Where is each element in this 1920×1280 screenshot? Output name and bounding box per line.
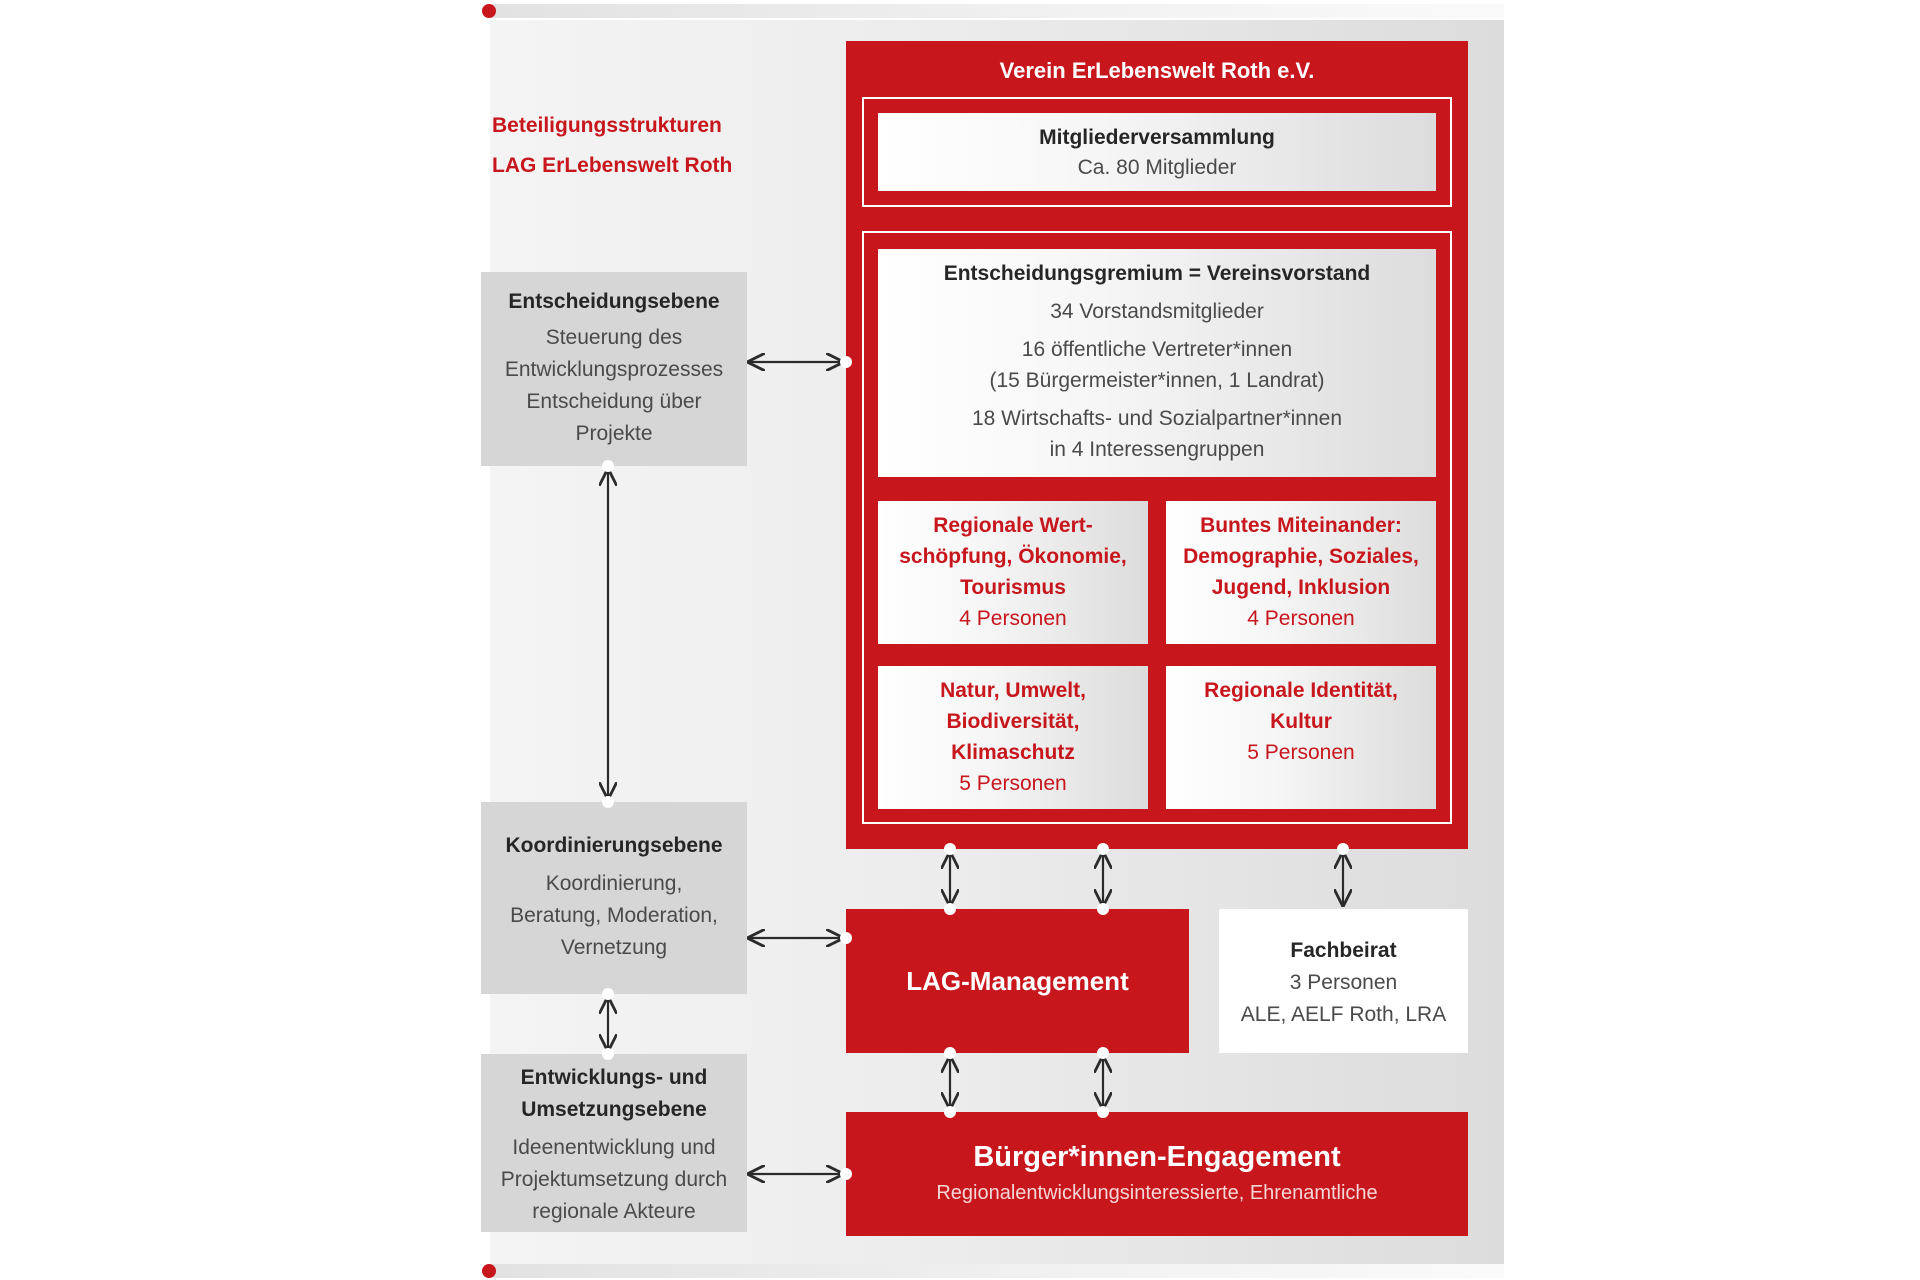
- connector-node: [1097, 843, 1109, 855]
- connector-node: [602, 796, 614, 808]
- heading-line-2: LAG ErLebenswelt Roth: [492, 154, 733, 177]
- connector-node: [944, 903, 956, 915]
- arrow-verein-to-advisory: [1337, 843, 1349, 905]
- development-level-line: Projektumsetzung durch: [500, 1168, 728, 1191]
- arrow-coordination-to-development: [602, 988, 614, 1060]
- coordination-level-line: Beratung, Moderation,: [510, 904, 718, 927]
- advisory-line: 3 Personen: [1289, 971, 1398, 994]
- decision-level-line: Entwicklungsprozesses: [504, 358, 724, 381]
- diagram-heading: Beteiligungsstrukturen LAG ErLebenswelt …: [492, 106, 792, 186]
- heading-line-1: Beteiligungsstrukturen: [492, 114, 722, 137]
- coordination-level-line: Koordinierung,: [545, 872, 683, 895]
- group-persons: 5 Personen: [959, 772, 1067, 795]
- connector-node: [602, 988, 614, 1000]
- group-card-identity: Regionale Identität, Kultur 5 Personen: [1166, 666, 1436, 809]
- bottom-rule: [490, 1264, 1504, 1278]
- group-title: Tourismus: [960, 576, 1066, 599]
- board-line: 34 Vorstandsmitglieder: [1050, 300, 1264, 323]
- development-level-box: Entwicklungs- und Umsetzungsebene Ideene…: [481, 1054, 747, 1232]
- lag-management-box: LAG-Management: [846, 909, 1189, 1053]
- verein-title: Verein ErLebenswelt Roth e.V.: [999, 58, 1315, 83]
- assembly-card: Mitgliederversammlung Ca. 80 Mitglieder: [878, 113, 1436, 191]
- connector-node: [1097, 1106, 1109, 1118]
- arrow-coordination-to-management: [749, 932, 852, 944]
- top-rule-dot: [482, 4, 496, 18]
- bottom-rule-dot: [482, 1264, 496, 1278]
- connector-node: [602, 460, 614, 472]
- board-line: in 4 Interessengruppen: [1049, 438, 1265, 461]
- connector-node: [1097, 903, 1109, 915]
- board-title: Entscheidungsgremium = Vereinsvorstand: [943, 262, 1371, 285]
- connector-node: [840, 356, 852, 368]
- coordination-level-line: Vernetzung: [560, 936, 668, 959]
- development-level-title: Entwicklungs- und: [520, 1066, 708, 1089]
- connector-node: [840, 1168, 852, 1180]
- coordination-level-title: Koordinierungsebene: [505, 834, 723, 857]
- arrow-management-to-engagement-right: [1097, 1047, 1109, 1118]
- group-title: schöpfung, Ökonomie,: [899, 545, 1127, 568]
- group-persons: 5 Personen: [1247, 741, 1355, 764]
- group-title: Jugend, Inklusion: [1211, 576, 1391, 599]
- group-title: Kultur: [1270, 710, 1332, 733]
- group-title: Regionale Identität,: [1204, 679, 1398, 702]
- development-level-title: Umsetzungsebene: [521, 1098, 707, 1121]
- connector-node: [944, 1047, 956, 1059]
- advisory-box: Fachbeirat 3 Personen ALE, AELF Roth, LR…: [1219, 909, 1468, 1053]
- development-level-line: regionale Akteure: [532, 1200, 696, 1223]
- coordination-level-box: Koordinierungsebene Koordinierung, Berat…: [481, 802, 747, 994]
- group-card-nature: Natur, Umwelt, Biodiversität, Klimaschut…: [878, 666, 1148, 809]
- top-rule: [490, 4, 1504, 18]
- arrow-verein-to-management-left: [944, 843, 956, 915]
- group-title: Natur, Umwelt,: [940, 679, 1086, 702]
- group-title: Biodiversität,: [946, 710, 1080, 733]
- engagement-title: Bürger*innen-Engagement: [973, 1141, 1341, 1173]
- arrow-decision-to-coordination: [602, 460, 614, 808]
- arrow-management-to-engagement-left: [944, 1047, 956, 1118]
- decision-level-box: Entscheidungsebene Steuerung des Entwick…: [481, 272, 747, 466]
- group-title: Klimaschutz: [951, 741, 1075, 764]
- connector-node: [840, 932, 852, 944]
- connector-node: [1337, 843, 1349, 855]
- board-line: 18 Wirtschafts- und Sozialpartner*innen: [971, 407, 1343, 430]
- engagement-subtitle: Regionalentwicklungsinteressierte, Ehren…: [936, 1182, 1378, 1204]
- board-frame: [862, 231, 1452, 824]
- group-title: Buntes Miteinander:: [1200, 514, 1402, 537]
- group-card-economy: Regionale Wert- schöpfung, Ökonomie, Tou…: [878, 501, 1148, 644]
- arrow-development-to-engagement: [749, 1168, 852, 1180]
- connector-node: [1097, 1047, 1109, 1059]
- board-card: Entscheidungsgremium = Vereinsvorstand 3…: [878, 249, 1436, 477]
- group-card-social: Buntes Miteinander: Demographie, Soziale…: [1166, 501, 1436, 644]
- board-line: 16 öffentliche Vertreter*innen: [1021, 338, 1293, 361]
- connector-node: [602, 1048, 614, 1060]
- decision-level-line: Projekte: [575, 422, 653, 445]
- group-persons: 4 Personen: [959, 607, 1067, 630]
- arrow-decision-to-verein: [749, 356, 852, 368]
- group-persons: 4 Personen: [1247, 607, 1355, 630]
- group-title: Demographie, Soziales,: [1183, 545, 1419, 568]
- group-title: Regionale Wert-: [933, 514, 1093, 537]
- development-level-line: Ideenentwicklung und: [512, 1136, 716, 1159]
- advisory-line: ALE, AELF Roth, LRA: [1240, 1003, 1447, 1026]
- decision-level-line: Entscheidung über: [526, 390, 702, 413]
- engagement-box: Bürger*innen-Engagement Regionalentwickl…: [846, 1112, 1468, 1236]
- board-line: (15 Bürgermeister*innen, 1 Landrat): [989, 369, 1325, 392]
- decision-level-title: Entscheidungsebene: [508, 290, 720, 313]
- arrow-verein-to-management-right: [1097, 843, 1109, 915]
- decision-level-line: Steuerung des: [545, 326, 683, 349]
- connector-node: [944, 843, 956, 855]
- connector-node: [944, 1106, 956, 1118]
- assembly-subtitle: Ca. 80 Mitglieder: [1077, 156, 1237, 179]
- advisory-title: Fachbeirat: [1290, 939, 1397, 962]
- assembly-title: Mitgliederversammlung: [1039, 126, 1275, 149]
- assembly-frame: [862, 97, 1452, 207]
